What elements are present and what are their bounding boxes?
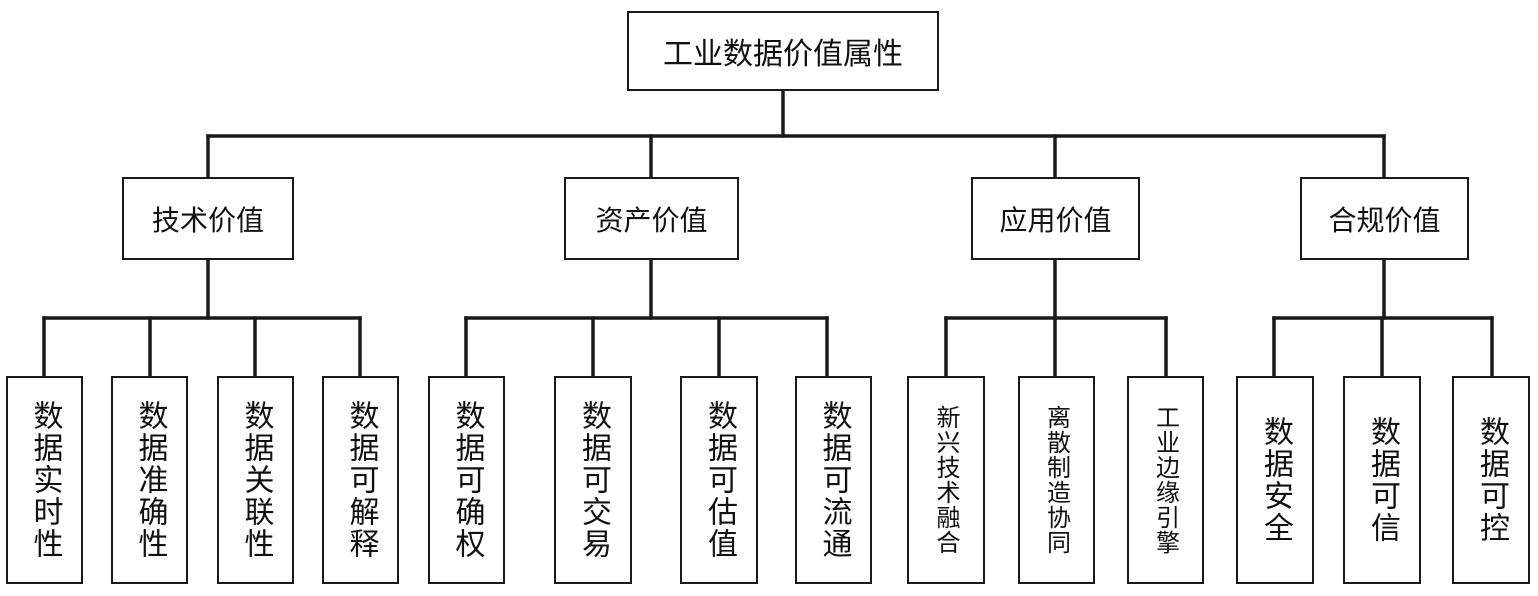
leaf-asset-2: 数据可交易	[554, 376, 632, 584]
leaf-asset-1: 数据可确权	[428, 376, 505, 584]
leaf-label: 数据可估值	[702, 400, 737, 560]
leaf-label: 数据可控	[1474, 416, 1509, 544]
leaf-comp-2: 数据可信	[1343, 376, 1421, 584]
leaf-app-1: 新兴技术融合	[907, 376, 985, 584]
root-label: 工业数据价值属性	[663, 37, 903, 72]
leaf-comp-1: 数据安全	[1236, 376, 1314, 584]
category-label: 合规价值	[1328, 203, 1441, 237]
category-asset-value: 资产价值	[564, 177, 739, 260]
category-application-value: 应用价值	[971, 177, 1140, 260]
category-label: 应用价值	[999, 203, 1112, 237]
leaf-label: 数据可交易	[576, 400, 611, 560]
leaf-comp-3: 数据可控	[1452, 376, 1530, 584]
leaf-label: 数据安全	[1258, 416, 1293, 544]
leaf-tech-4: 数据可解释	[322, 376, 399, 584]
leaf-label: 数据实时性	[27, 400, 63, 560]
leaf-label: 离散制造协同	[1042, 405, 1071, 555]
leaf-label: 工业边缘引擎	[1151, 405, 1180, 555]
category-label: 资产价值	[595, 203, 708, 237]
leaf-label: 数据可流通	[816, 400, 852, 560]
leaf-app-3: 工业边缘引擎	[1127, 376, 1204, 584]
leaf-tech-1: 数据实时性	[6, 376, 83, 584]
leaf-label: 数据关联性	[238, 400, 274, 560]
category-compliance-value: 合规价值	[1300, 177, 1469, 260]
leaf-tech-3: 数据关联性	[217, 376, 294, 584]
leaf-tech-2: 数据准确性	[111, 376, 188, 584]
leaf-label: 数据准确性	[132, 400, 168, 560]
leaf-label: 数据可确权	[449, 400, 485, 560]
leaf-label: 新兴技术融合	[932, 405, 960, 555]
category-label: 技术价值	[151, 203, 264, 237]
leaf-label: 数据可解释	[343, 400, 379, 560]
leaf-asset-4: 数据可流通	[795, 376, 872, 584]
leaf-label: 数据可信	[1365, 416, 1400, 544]
leaf-app-2: 离散制造协同	[1018, 376, 1095, 584]
category-technical-value: 技术价值	[122, 177, 294, 260]
root-node: 工业数据价值属性	[627, 11, 939, 91]
leaf-asset-3: 数据可估值	[680, 376, 758, 584]
